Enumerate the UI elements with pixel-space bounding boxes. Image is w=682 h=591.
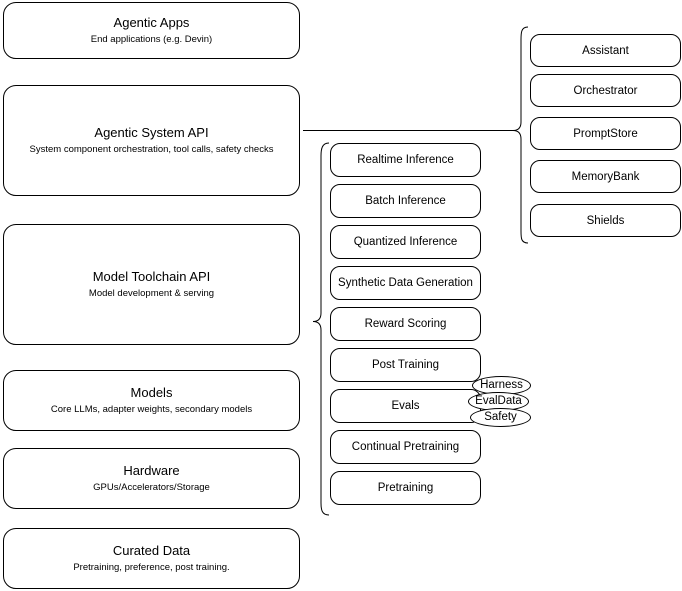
layer-subtitle: End applications (e.g. Devin): [90, 34, 213, 45]
system-label: Shields: [586, 214, 625, 227]
layer-subtitle: System component orchestration, tool cal…: [29, 144, 274, 155]
layer-subtitle: Pretraining, preference, post training.: [73, 562, 230, 573]
toolchain-label: Post Training: [371, 359, 440, 371]
layer-box-agentic-system-api[interactable]: Agentic System API System component orch…: [3, 85, 300, 196]
toolchain-box-quantized-inference[interactable]: Quantized Inference: [330, 225, 481, 259]
toolchain-box-post-training[interactable]: Post Training: [330, 348, 481, 382]
layer-subtitle: GPUs/Accelerators/Storage: [93, 482, 210, 493]
toolchain-box-continual-pretraining[interactable]: Continual Pretraining: [330, 430, 481, 464]
toolchain-box-realtime-inference[interactable]: Realtime Inference: [330, 143, 481, 177]
system-label: MemoryBank: [571, 170, 640, 183]
system-box-promptstore[interactable]: PromptStore: [530, 117, 681, 150]
brace-toolchain-components: [312, 142, 330, 516]
layer-title: Model Toolchain API: [92, 269, 211, 284]
system-box-shields[interactable]: Shields: [530, 204, 681, 237]
system-box-assistant[interactable]: Assistant: [530, 34, 681, 67]
toolchain-box-evals[interactable]: Evals: [330, 389, 481, 423]
layer-box-hardware[interactable]: Hardware GPUs/Accelerators/Storage: [3, 448, 300, 509]
layer-subtitle: Core LLMs, adapter weights, secondary mo…: [50, 404, 253, 415]
system-label: Orchestrator: [573, 84, 638, 97]
toolchain-label: Evals: [391, 400, 420, 412]
evals-callout-safety[interactable]: Safety: [470, 408, 531, 427]
layer-title: Hardware: [123, 463, 180, 478]
toolchain-box-pretraining[interactable]: Pretraining: [330, 471, 481, 505]
layer-title: Agentic Apps: [113, 15, 190, 30]
brace-system-components: [512, 26, 529, 244]
layer-title: Curated Data: [112, 543, 191, 558]
toolchain-label: Batch Inference: [365, 195, 446, 207]
system-label: Assistant: [582, 44, 629, 57]
toolchain-label: Synthetic Data Generation: [338, 277, 473, 289]
layer-subtitle: Model development & serving: [88, 288, 215, 299]
toolchain-label: Pretraining: [377, 482, 434, 494]
layer-title: Models: [130, 385, 173, 400]
toolchain-label: Quantized Inference: [353, 236, 458, 248]
toolchain-box-synthetic-data-generation[interactable]: Synthetic Data Generation: [330, 266, 481, 300]
toolchain-label: Continual Pretraining: [351, 441, 460, 453]
layer-box-model-toolchain-api[interactable]: Model Toolchain API Model development & …: [3, 224, 300, 345]
system-box-orchestrator[interactable]: Orchestrator: [530, 74, 681, 107]
layer-box-agentic-apps[interactable]: Agentic Apps End applications (e.g. Devi…: [3, 2, 300, 59]
toolchain-label: Realtime Inference: [357, 154, 454, 166]
layer-title: Agentic System API: [94, 125, 209, 140]
system-box-memorybank[interactable]: MemoryBank: [530, 160, 681, 193]
toolchain-label: Reward Scoring: [364, 318, 447, 330]
toolchain-box-batch-inference[interactable]: Batch Inference: [330, 184, 481, 218]
layer-box-models[interactable]: Models Core LLMs, adapter weights, secon…: [3, 370, 300, 431]
layer-box-curated-data[interactable]: Curated Data Pretraining, preference, po…: [3, 528, 300, 589]
toolchain-box-reward-scoring[interactable]: Reward Scoring: [330, 307, 481, 341]
system-label: PromptStore: [573, 127, 638, 140]
